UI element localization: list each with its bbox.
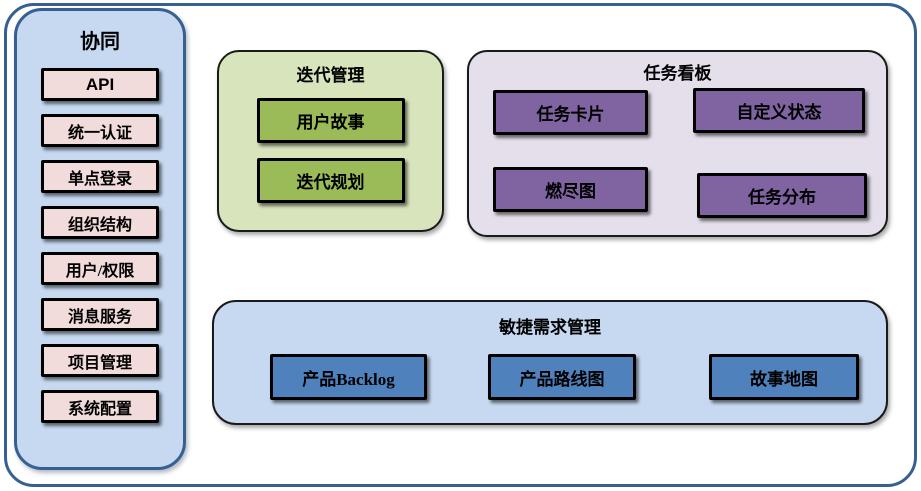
panel-agile-requirements-title: 敏捷需求管理	[499, 318, 601, 337]
item-story-map: 故事地图	[709, 354, 859, 400]
panel-collaboration: 协同 API 统一认证 单点登录 组织结构 用户/权限 消息服务 项目管理 系统…	[14, 8, 186, 470]
iteration-items: 用户故事 迭代规划	[219, 98, 442, 203]
panel-collaboration-title: 协同	[80, 31, 120, 53]
sidebar-item-user-permissions: 用户/权限	[41, 252, 159, 285]
sidebar-item-single-sign-on: 单点登录	[41, 160, 159, 193]
item-custom-status: 自定义状态	[693, 88, 865, 133]
sidebar-items: API 统一认证 单点登录 组织结构 用户/权限 消息服务 项目管理 系统配置	[17, 68, 183, 423]
panel-task-board: 任务看板 任务卡片 自定义状态 燃尽图 任务分布	[467, 50, 888, 237]
item-task-cards: 任务卡片	[493, 90, 648, 135]
sidebar-item-unified-auth: 统一认证	[41, 114, 159, 147]
panel-iteration-management-title: 迭代管理	[296, 66, 365, 85]
panel-agile-requirements: 敏捷需求管理 产品Backlog 产品路线图 故事地图	[212, 300, 888, 425]
sidebar-item-system-config: 系统配置	[41, 390, 159, 423]
sidebar-item-project-management: 项目管理	[41, 344, 159, 377]
item-product-roadmap: 产品路线图	[488, 354, 636, 400]
item-iteration-planning: 迭代规划	[256, 158, 405, 203]
sidebar-item-org-structure: 组织结构	[41, 206, 159, 239]
panel-task-board-title: 任务看板	[643, 64, 712, 83]
item-burndown-chart: 燃尽图	[493, 167, 648, 212]
item-product-backlog: 产品Backlog	[270, 354, 427, 400]
sidebar-item-api: API	[41, 68, 159, 101]
sidebar-item-message-service: 消息服务	[41, 298, 159, 331]
item-task-distribution: 任务分布	[697, 173, 867, 218]
item-user-stories: 用户故事	[256, 98, 405, 143]
panel-iteration-management: 迭代管理 用户故事 迭代规划	[217, 50, 444, 232]
